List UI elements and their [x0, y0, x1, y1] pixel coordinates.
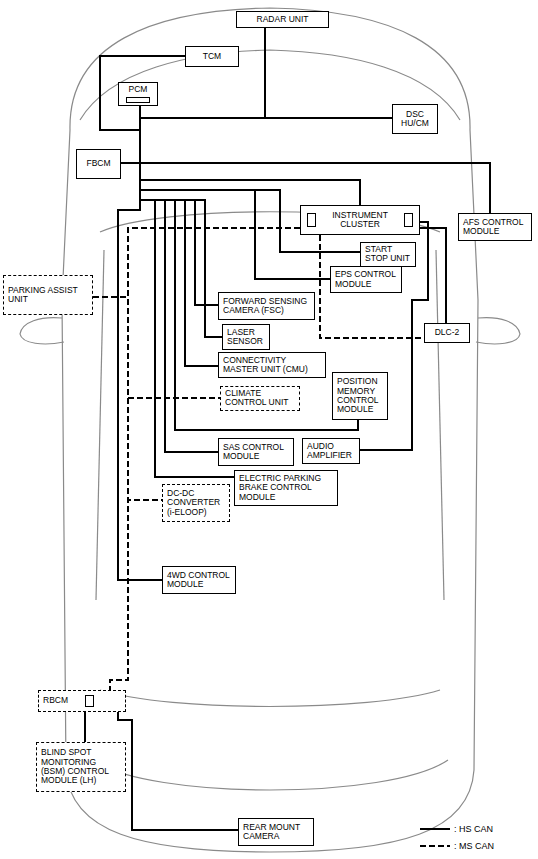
module-box: LASER SENSOR	[222, 324, 270, 350]
module-label: AUDIO AMPLIFIER	[307, 442, 355, 461]
hs-can-line	[140, 106, 330, 279]
module-label: CLIMATE CONTROL UNIT	[225, 389, 295, 408]
dashed-line-sample	[420, 843, 450, 849]
module-label: DC-DC CONVERTER (i-ELOOP)	[167, 489, 225, 517]
module-box: DSC HU/CM	[392, 104, 438, 134]
module-label: SAS CONTROL MODULE	[223, 443, 289, 462]
module-box: FBCM	[76, 149, 121, 179]
module-box: ELECTRIC PARKING BRAKE CONTROL MODULE	[234, 470, 338, 506]
module-box: AUDIO AMPLIFIER	[302, 438, 360, 464]
module-box: SAS CONTROL MODULE	[218, 438, 294, 466]
module-label: DSC HU/CM	[397, 110, 433, 129]
module-label: FBCM	[81, 159, 116, 168]
legend-entry: : HS CAN	[420, 824, 493, 834]
ms-can-line	[93, 228, 300, 297]
hs-can-line	[84, 712, 86, 742]
module-box: DLC-2	[424, 323, 470, 343]
module-label: CONNECTIVITY MASTER UNIT (CMU)	[223, 356, 321, 375]
module-box: RADAR UNIT	[236, 11, 329, 28]
connector-port	[307, 213, 316, 227]
module-label: START STOP UNIT	[365, 245, 411, 264]
hs-can-line	[140, 106, 218, 452]
module-box: PCM	[118, 82, 158, 106]
module-box: PARKING ASSIST UNIT	[3, 275, 93, 315]
module-box: POSITION MEMORY CONTROL MODULE	[332, 372, 388, 420]
hs-can-line	[140, 106, 218, 305]
module-label: EPS CONTROL MODULE	[335, 270, 397, 289]
connector-port	[404, 213, 413, 227]
module-box: RBCM	[38, 690, 126, 712]
module-label: FORWARD SENSING CAMERA (FSC)	[223, 297, 310, 316]
connector-port	[85, 695, 94, 707]
hs-can-line	[118, 106, 162, 580]
module-box: INSTRUMENT CLUSTER	[300, 205, 420, 235]
module-box: 4WD CONTROL MODULE	[162, 566, 236, 594]
legend-entry: : MS CAN	[420, 841, 494, 851]
module-box: REAR MOUNT CAMERA	[238, 818, 314, 846]
module-box: AFS CONTROL MODULE	[458, 213, 532, 241]
module-box: FORWARD SENSING CAMERA (FSC)	[218, 292, 315, 320]
hs-can-line	[140, 28, 265, 118]
ms-can-line	[320, 235, 424, 338]
hs-can-line	[140, 106, 222, 337]
hs-can-line	[118, 712, 238, 830]
hs-can-line	[140, 106, 392, 118]
module-label: AFS CONTROL MODULE	[463, 218, 527, 237]
legend-label: : MS CAN	[454, 841, 494, 851]
module-label: PCM	[123, 85, 153, 94]
solid-line-sample	[420, 826, 450, 832]
module-box: DC-DC CONVERTER (i-ELOOP)	[162, 484, 230, 522]
module-label: 4WD CONTROL MODULE	[167, 571, 231, 590]
module-box: CONNECTIVITY MASTER UNIT (CMU)	[218, 352, 326, 378]
module-label: RBCM	[43, 696, 121, 705]
hs-can-line	[140, 106, 358, 430]
legend-label: : HS CAN	[454, 824, 493, 834]
module-box: BLIND SPOT MONITORING (BSM) CONTROL MODU…	[36, 742, 126, 792]
module-box: START STOP UNIT	[360, 242, 416, 267]
module-label: INSTRUMENT CLUSTER	[321, 211, 399, 230]
module-label: TCM	[190, 52, 234, 61]
connector-port	[126, 97, 150, 103]
module-box: CLIMATE CONTROL UNIT	[220, 386, 300, 411]
module-label: PARKING ASSIST UNIT	[8, 286, 88, 305]
module-label: BLIND SPOT MONITORING (BSM) CONTROL MODU…	[41, 748, 121, 785]
module-label: RADAR UNIT	[241, 15, 324, 24]
hs-can-line	[121, 106, 140, 163]
module-label: ELECTRIC PARKING BRAKE CONTROL MODULE	[239, 474, 333, 502]
module-label: LASER SENSOR	[227, 328, 265, 347]
module-label: DLC-2	[429, 328, 465, 337]
module-box: EPS CONTROL MODULE	[330, 266, 402, 293]
module-box: TCM	[185, 46, 239, 67]
hs-can-line	[140, 106, 218, 366]
hs-can-line	[420, 228, 446, 323]
module-label: POSITION MEMORY CONTROL MODULE	[337, 377, 383, 414]
module-label: REAR MOUNT CAMERA	[243, 823, 309, 842]
